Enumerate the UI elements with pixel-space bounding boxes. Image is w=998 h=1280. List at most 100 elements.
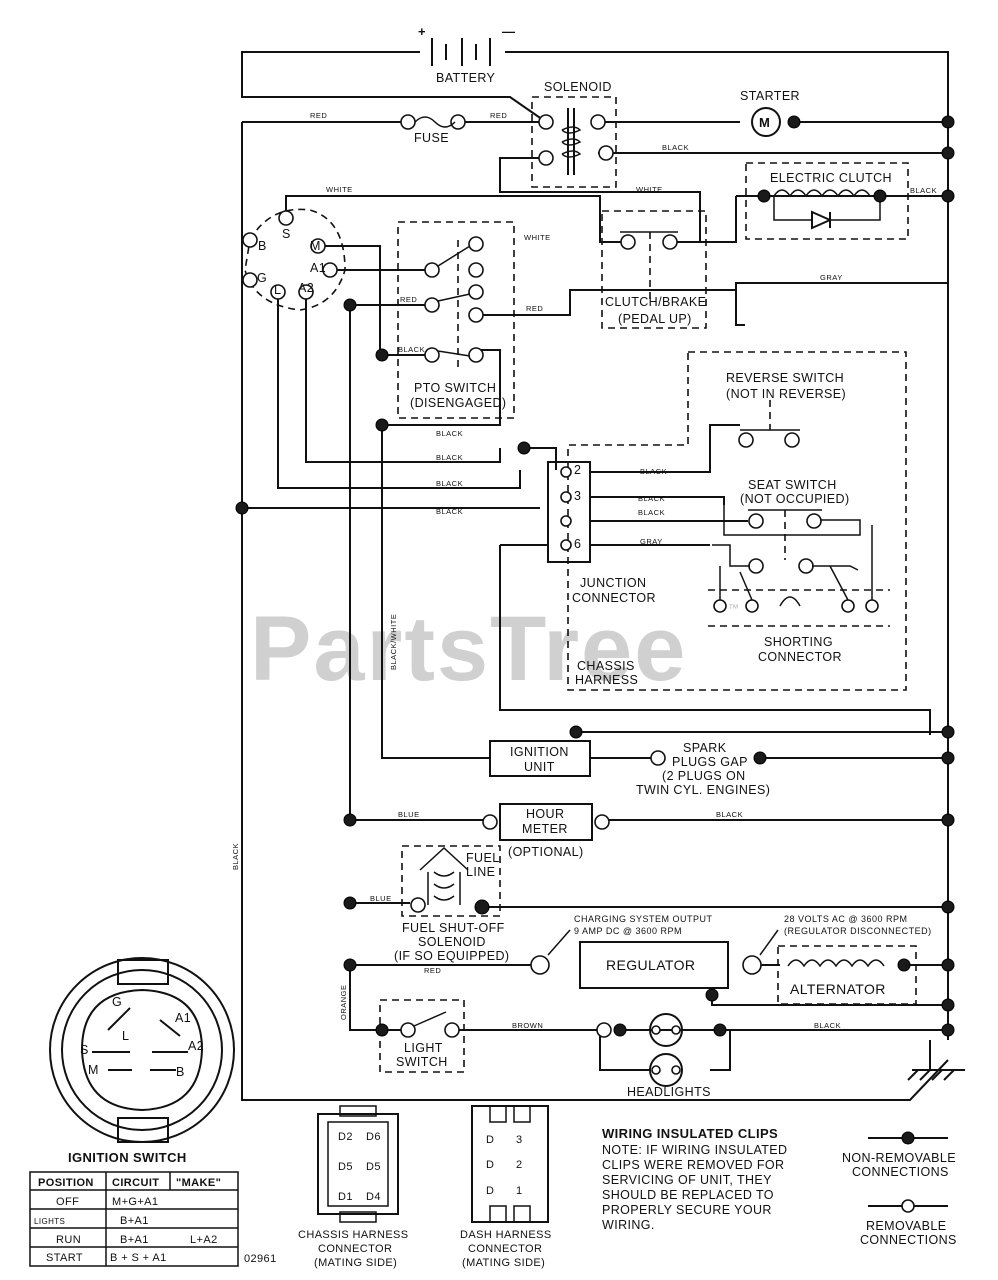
wire-label: RED bbox=[310, 111, 327, 120]
wire-labels: RED RED BLACK BLACK WHITE WHITE WHITE RE… bbox=[231, 111, 937, 1030]
face-label: G bbox=[112, 995, 122, 1009]
dash-connector-label-2: CONNECTOR bbox=[468, 1243, 542, 1255]
table-cell: B + S + A1 bbox=[110, 1252, 167, 1264]
table-cell: M+G+A1 bbox=[112, 1196, 158, 1208]
wire-label: BLACK bbox=[231, 843, 240, 870]
watermark: PartsTree bbox=[250, 598, 687, 700]
wire-label: BROWN bbox=[512, 1021, 543, 1030]
wire-label: BLACK bbox=[662, 143, 689, 152]
wire-label: BLACK bbox=[436, 479, 463, 488]
table-header: "MAKE" bbox=[176, 1177, 221, 1189]
note-line: NOTE: IF WIRING INSULATED bbox=[602, 1143, 787, 1157]
table-header: CIRCUIT bbox=[112, 1177, 159, 1189]
chassis-connector-label-3: (MATING SIDE) bbox=[314, 1257, 397, 1269]
ignition-switch-title: IGNITION SWITCH bbox=[68, 1150, 187, 1165]
wire-label: BLACK bbox=[814, 1021, 841, 1030]
table-cell: LIGHTS bbox=[34, 1217, 65, 1226]
chassis-harness-connector: D2 D6 D5 D5 D1 D4 CHASSIS HARNESS CONNEC… bbox=[298, 1105, 408, 1269]
wire-label: ORANGE bbox=[339, 984, 348, 1020]
hour-meter-label-3: (OPTIONAL) bbox=[508, 845, 584, 859]
fuel-solenoid-label-1: FUEL SHUT-OFF bbox=[402, 921, 505, 935]
seat-switch-label-2: (NOT OCCUPIED) bbox=[740, 492, 850, 506]
fuel-line-label-1: FUEL bbox=[466, 851, 500, 865]
chassis-harness-label-2: HARNESS bbox=[575, 673, 638, 687]
wire-label: GRAY bbox=[640, 537, 663, 546]
wire-label: RED bbox=[490, 111, 507, 120]
terminal-m: M bbox=[310, 239, 321, 253]
junction-pin-3: 3 bbox=[574, 489, 581, 503]
fuel-solenoid: FUEL LINE FUEL SHUT-OFF SOLENOID (IF SO … bbox=[394, 845, 509, 963]
dash-connector-label-1: DASH HARNESS bbox=[460, 1229, 552, 1241]
clutch-brake-switch: CLUTCH/BRAKE (PEDAL UP) bbox=[601, 210, 707, 329]
wire-label: BLACK bbox=[436, 453, 463, 462]
connector-pin: D2 bbox=[338, 1131, 353, 1143]
face-label: A2 bbox=[188, 1039, 204, 1053]
solenoid-label: SOLENOID bbox=[544, 80, 612, 94]
junction-pin-2: 2 bbox=[574, 463, 581, 477]
fuel-line-label-2: LINE bbox=[466, 865, 495, 879]
ignition-switch-face: G L A1 A2 S M B IGNITION SWITCH bbox=[49, 957, 235, 1165]
hour-meter: HOUR METER (OPTIONAL) bbox=[482, 803, 610, 859]
terminal-g: G bbox=[257, 271, 267, 285]
battery-minus: — bbox=[502, 24, 515, 39]
note-line: CLIPS WERE REMOVED FOR bbox=[602, 1158, 784, 1172]
alt-volts-label-1: 28 VOLTS AC @ 3600 RPM bbox=[784, 914, 908, 924]
spark-label-1: SPARK bbox=[683, 741, 727, 755]
dash-connector-label-3: (MATING SIDE) bbox=[462, 1257, 545, 1269]
reverse-switch-label-1: REVERSE SWITCH bbox=[726, 371, 844, 385]
wire-label: BLACK bbox=[436, 507, 463, 516]
lighting: LIGHT SWITCH HEADLIGHTS bbox=[379, 999, 711, 1099]
table-cell: L+A2 bbox=[190, 1234, 218, 1246]
table-cell: RUN bbox=[56, 1234, 81, 1246]
fuel-solenoid-label-3: (IF SO EQUIPPED) bbox=[394, 949, 509, 963]
terminal-b: B bbox=[258, 239, 267, 253]
wire-label: RED bbox=[424, 966, 441, 975]
wire-label: WHITE bbox=[326, 185, 353, 194]
shorting-connector-label-2: CONNECTOR bbox=[758, 650, 842, 664]
battery-plus: + bbox=[418, 24, 426, 39]
wire-label: BLACK bbox=[910, 186, 937, 195]
legend-nonremovable-2: CONNECTIONS bbox=[852, 1165, 949, 1179]
headlights-label: HEADLIGHTS bbox=[627, 1085, 711, 1099]
spark-label-3: (2 PLUGS ON bbox=[662, 769, 746, 783]
battery: BATTERY + — bbox=[418, 24, 515, 85]
face-label: M bbox=[88, 1063, 99, 1077]
wire-label: BLACK bbox=[716, 810, 743, 819]
note-line: SHOULD BE REPLACED TO bbox=[602, 1188, 774, 1202]
starter-symbol: M bbox=[759, 115, 770, 130]
legend-removable-2: CONNECTIONS bbox=[860, 1233, 957, 1247]
connector-pin: D4 bbox=[366, 1191, 381, 1203]
fuse: FUSE bbox=[400, 114, 466, 145]
wire-label: BLUE bbox=[370, 894, 392, 903]
note-title: WIRING INSULATED CLIPS bbox=[602, 1126, 778, 1141]
alt-volts-label-2: (REGULATOR DISCONNECTED) bbox=[784, 926, 932, 936]
pto-switch: PTO SWITCH (DISENGAGED) bbox=[397, 221, 515, 419]
connector-pin: D1 bbox=[338, 1191, 353, 1203]
pto-switch-label-2: (DISENGAGED) bbox=[410, 396, 506, 410]
connector-pin: 3 bbox=[516, 1134, 523, 1146]
table-cell: START bbox=[46, 1252, 83, 1264]
alternator-label: ALTERNATOR bbox=[790, 981, 886, 997]
note-line: PROPERLY SECURE YOUR bbox=[602, 1203, 772, 1217]
junction-connector: 2 3 6 JUNCTION CONNECTOR bbox=[547, 461, 656, 605]
charging-label-1: CHARGING SYSTEM OUTPUT bbox=[574, 914, 713, 924]
connector-pin: D5 bbox=[366, 1161, 381, 1173]
connector-pin: D bbox=[486, 1134, 494, 1146]
ignition-switch-table: POSITION CIRCUIT "MAKE" OFF M+G+A1 LIGHT… bbox=[29, 1171, 239, 1267]
drawing-number: 02961 bbox=[244, 1253, 277, 1265]
junction-connector-label-1: JUNCTION bbox=[580, 576, 646, 590]
wire-label: WHITE bbox=[636, 185, 663, 194]
table-cell: B+A1 bbox=[120, 1215, 149, 1227]
legend: NON-REMOVABLE CONNECTIONS REMOVABLE CONN… bbox=[842, 1131, 957, 1247]
terminal-l: L bbox=[274, 283, 281, 297]
battery-label: BATTERY bbox=[436, 71, 496, 85]
watermark-tm: ™ bbox=[728, 603, 739, 615]
face-label: A1 bbox=[175, 1011, 191, 1025]
junction-dots bbox=[235, 115, 955, 1037]
wiring-note: WIRING INSULATED CLIPS NOTE: IF WIRING I… bbox=[602, 1126, 787, 1232]
wire-label: WHITE bbox=[524, 233, 551, 242]
face-label: B bbox=[176, 1065, 185, 1079]
junction-connector-label-2: CONNECTOR bbox=[572, 591, 656, 605]
connector-pin: 1 bbox=[516, 1185, 523, 1197]
